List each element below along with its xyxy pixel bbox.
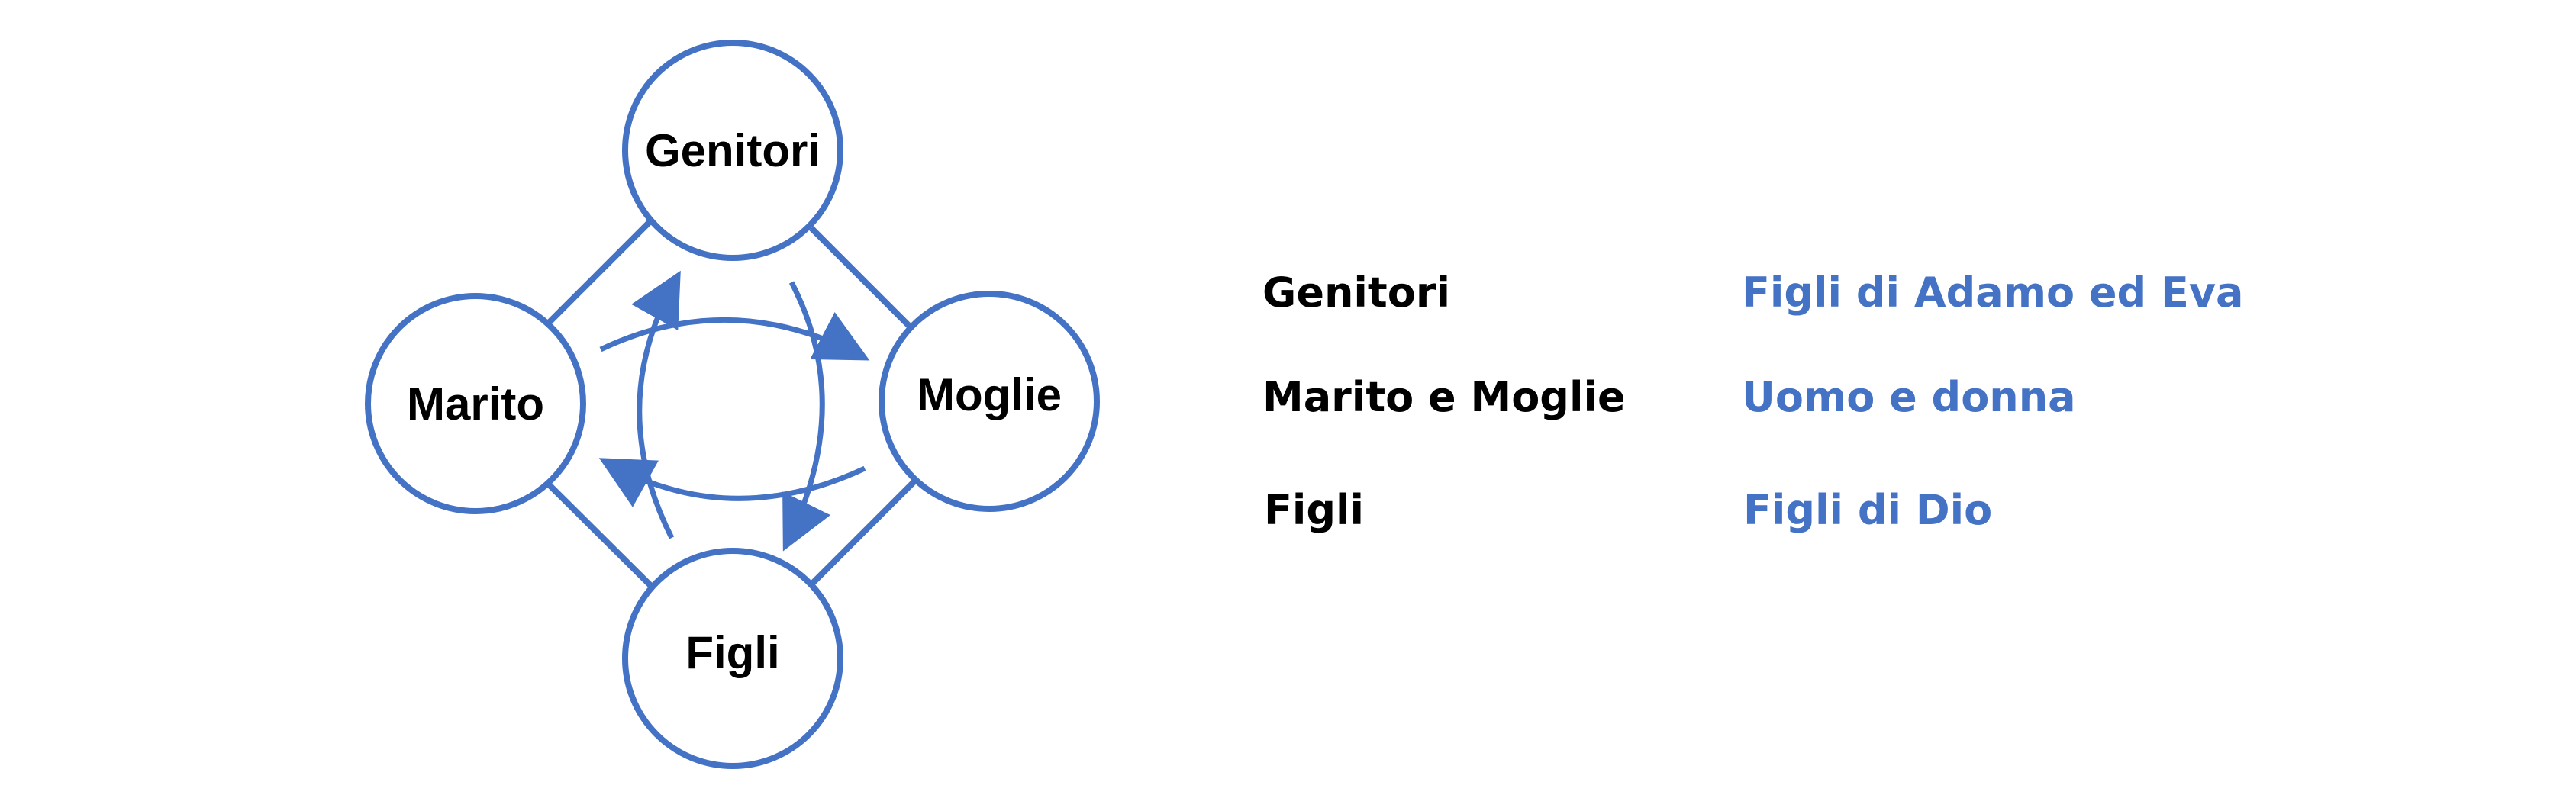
connector-moglie-figli <box>809 478 917 587</box>
node-marito <box>365 293 586 514</box>
arrow-genitori-to-figli <box>782 281 831 552</box>
legend-meaning-figli: Figli di Dio <box>1743 486 1993 534</box>
node-label-figli: Figli <box>685 627 779 678</box>
node-moglie <box>879 291 1100 512</box>
arrow-marito-to-moglie <box>599 312 870 361</box>
legend-meaning-marito-moglie: Uomo e donna <box>1742 373 2076 421</box>
node-genitori <box>622 40 843 261</box>
legend-term-marito-moglie: Marito e Moglie <box>1262 373 1626 421</box>
connector-genitori-moglie <box>809 226 914 331</box>
arrow-moglie-to-marito <box>598 458 866 507</box>
legend-term-genitori: Genitori <box>1262 269 1450 317</box>
node-label-moglie: Moglie <box>917 369 1062 420</box>
connector-marito-figli <box>547 483 653 588</box>
node-label-genitori: Genitori <box>645 125 821 176</box>
connector-marito-genitori <box>547 218 653 324</box>
node-label-marito: Marito <box>407 378 544 430</box>
node-figli <box>622 548 843 769</box>
arrow-figli-to-genitori <box>631 270 681 539</box>
legend-term-figli: Figli <box>1264 486 1365 534</box>
legend-meaning-genitori: Figli di Adamo ed Eva <box>1742 269 2244 317</box>
